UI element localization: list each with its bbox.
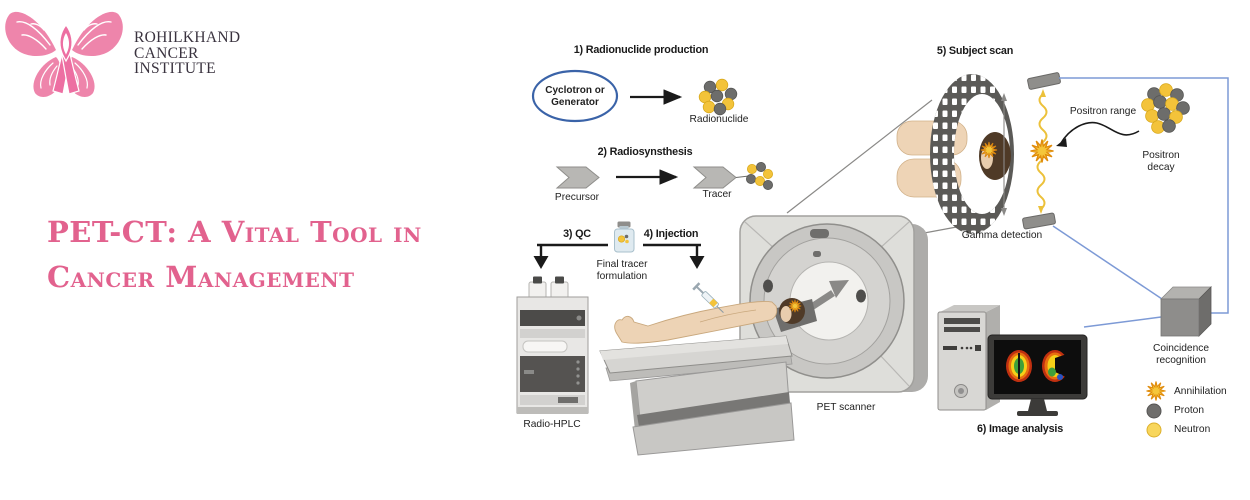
neutron-circle-icon xyxy=(1146,422,1162,438)
patient-bed xyxy=(599,335,795,456)
gamma-detection-label: Gamma detection xyxy=(961,230,1043,241)
proton-circle-icon xyxy=(1146,403,1162,419)
step1-label: 1) Radionuclide production xyxy=(573,44,709,56)
tracer-chevron xyxy=(692,161,774,190)
precursor-label: Precursor xyxy=(554,192,600,203)
step2-label: 2) Radiosynsthesis xyxy=(597,146,693,158)
precursor-chevron xyxy=(555,166,600,189)
institute-line: ROHILKHAND xyxy=(134,29,241,46)
legend-proton-label: Proton xyxy=(1174,405,1205,416)
injection-arrow xyxy=(643,243,705,269)
step4-label: 4) Injection xyxy=(643,228,699,240)
legend-neutron-label: Neutron xyxy=(1174,424,1211,435)
tracer-label: Tracer xyxy=(702,189,732,200)
cyclotron-generator-node xyxy=(531,69,619,123)
qc-arrow xyxy=(533,243,608,269)
institute-name: ROHILKHAND CANCER INSTITUTE xyxy=(134,30,240,77)
gamma-ray-wave-top xyxy=(1038,93,1048,143)
syringe-icon xyxy=(692,282,724,313)
positron-range-label: Positron range xyxy=(1069,106,1137,117)
positron-decay-cluster xyxy=(1141,83,1190,134)
coincidence-lines xyxy=(1052,77,1229,328)
institute-line: CANCER xyxy=(134,44,199,62)
institute-line: INSTITUTE xyxy=(134,60,216,78)
annihilation-star-icon xyxy=(1029,138,1055,164)
step3-label: 3) QC xyxy=(563,228,591,240)
radionuclide-cluster xyxy=(698,78,738,116)
monitor-pet-images xyxy=(987,334,1088,416)
gamma-detector-ring xyxy=(896,74,1014,234)
legend-annihilation-label: Annihilation xyxy=(1174,386,1227,397)
step5-label: 5) Subject scan xyxy=(936,45,1014,57)
butterfly-ribbon-logo xyxy=(5,11,123,97)
page-title: PET-CT: A Vital Tool in Cancer Managemen… xyxy=(47,215,422,294)
computer-workstation xyxy=(937,305,1088,416)
radionuclide-label: Radionuclide xyxy=(689,114,749,125)
step6-label: 6) Image analysis xyxy=(976,423,1064,435)
vial-icon xyxy=(614,221,635,253)
positron-range-arrow xyxy=(1056,121,1140,147)
annihilation-star-icon xyxy=(1145,380,1167,402)
pet-scanner-label: PET scanner xyxy=(816,402,876,413)
radio-hplc-label: Radio-HPLC xyxy=(523,419,581,430)
coincidence-cube xyxy=(1160,286,1212,337)
zoom-line-top xyxy=(786,99,933,214)
gamma-ray-wave-bottom xyxy=(1036,160,1046,210)
radio-hplc-machine xyxy=(516,276,589,414)
patient xyxy=(614,298,805,344)
gamma-detection-node xyxy=(1022,72,1061,230)
